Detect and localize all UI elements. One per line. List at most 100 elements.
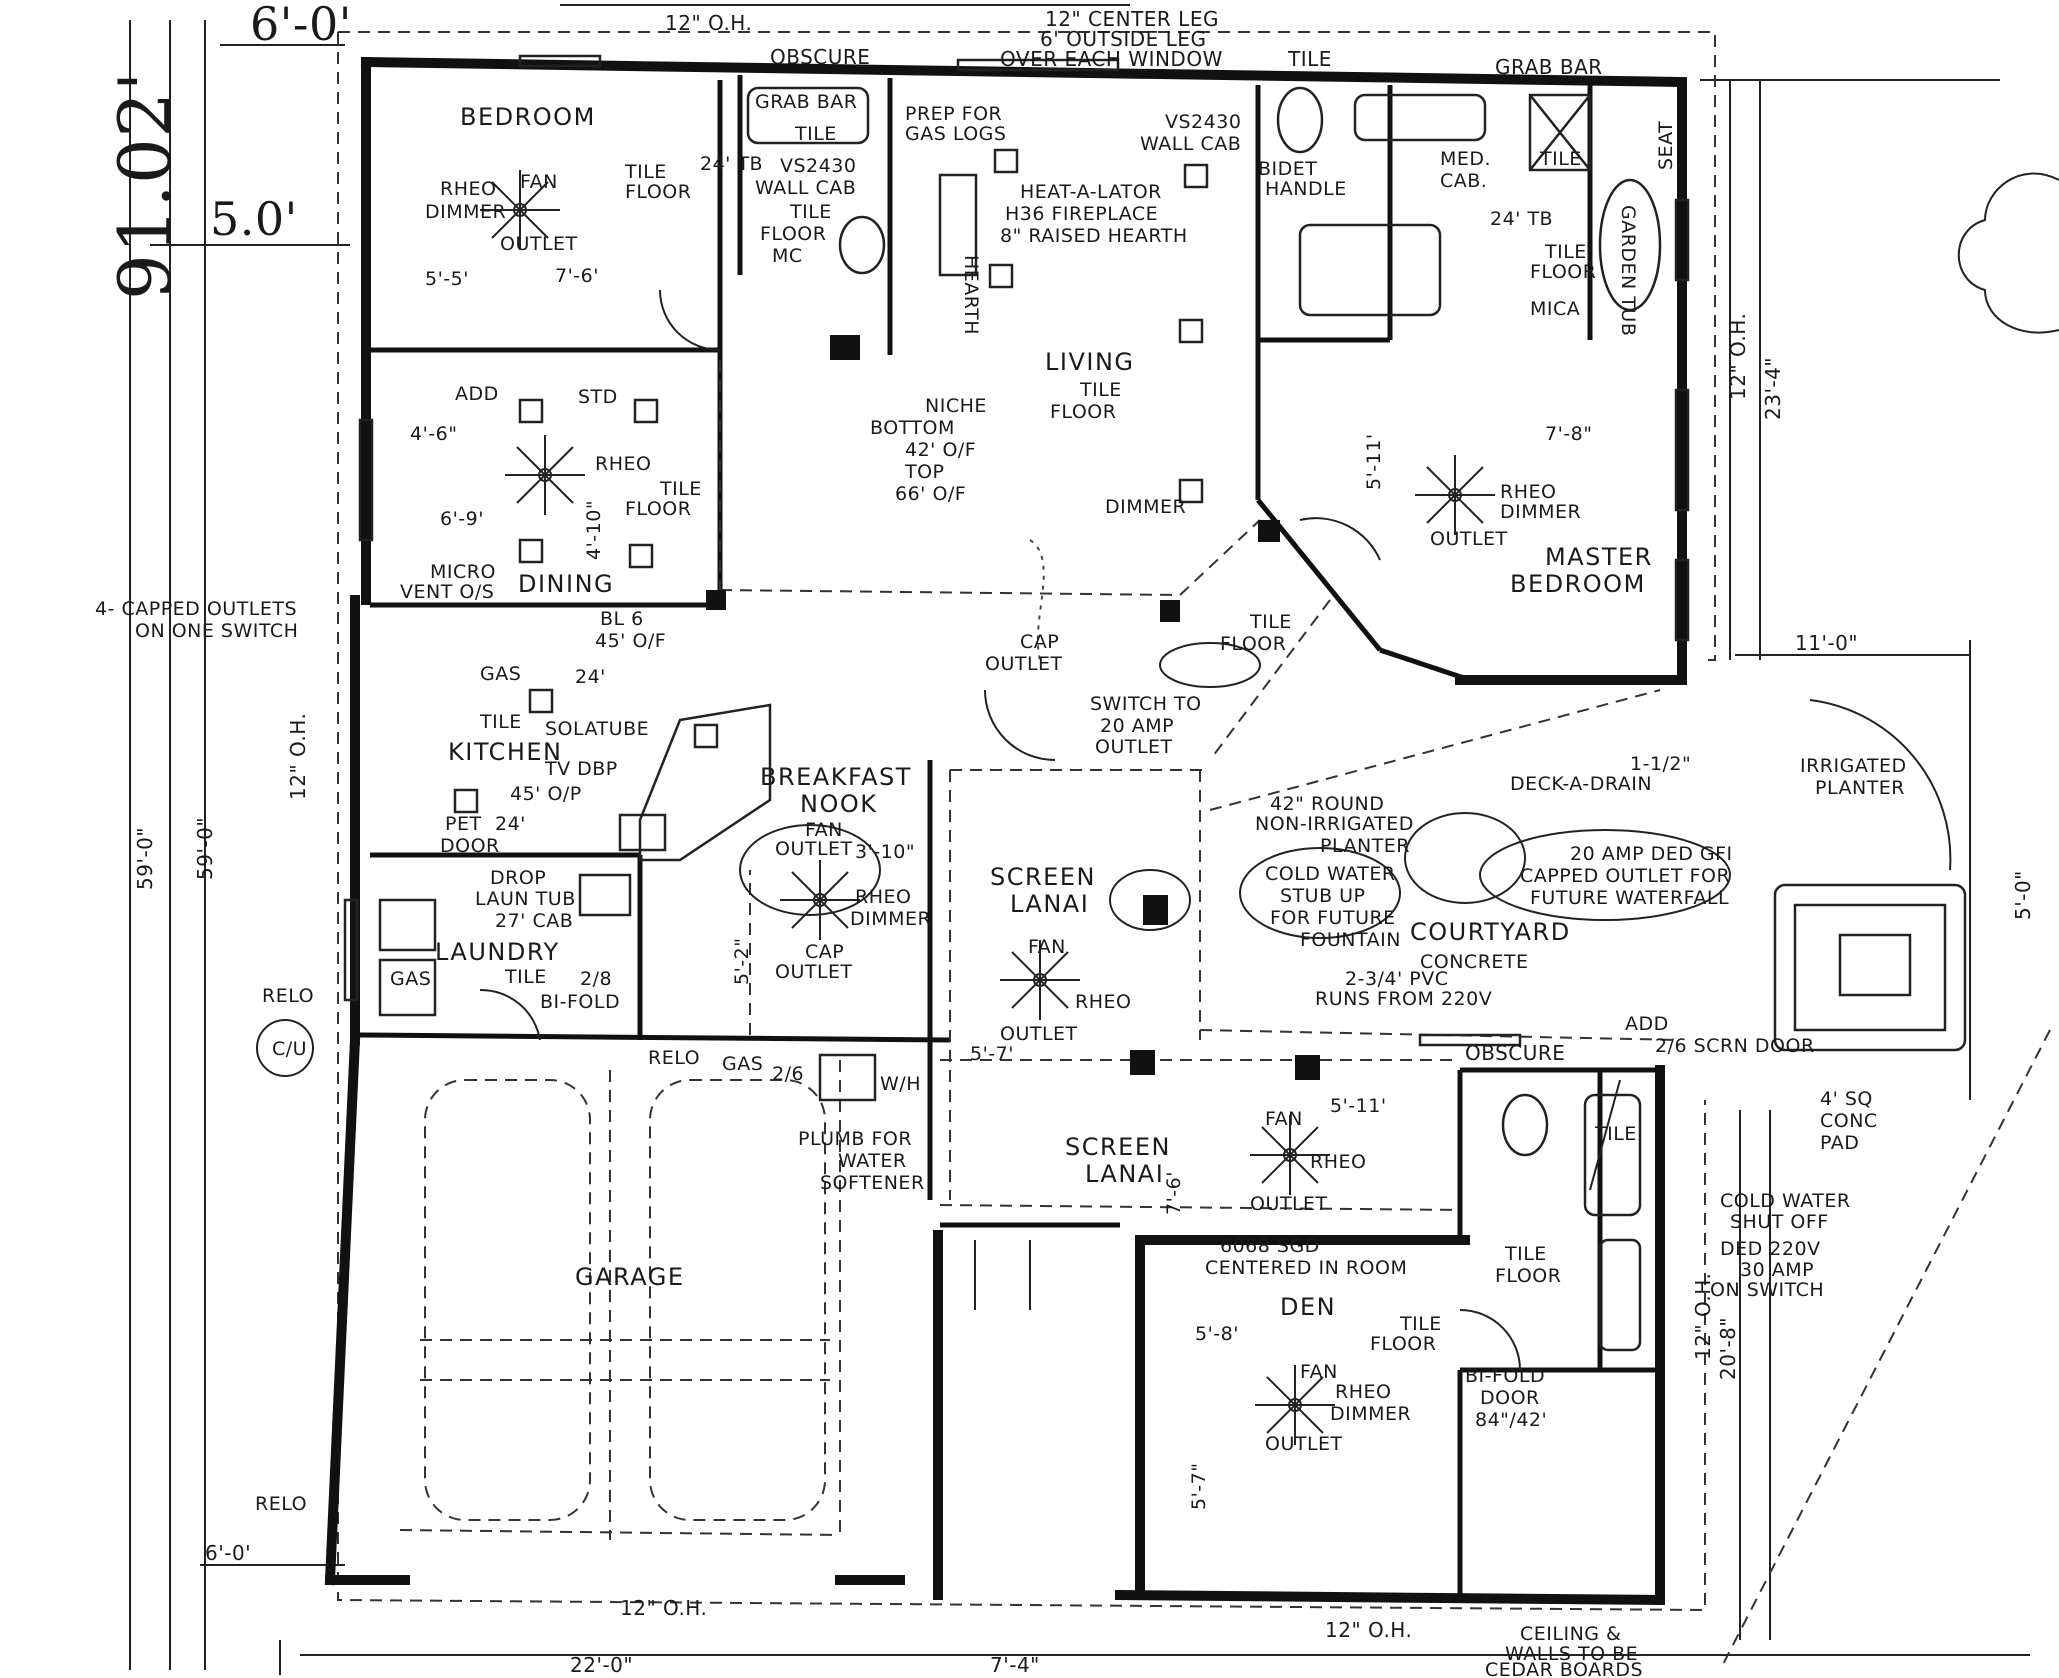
note: FAN — [520, 171, 558, 193]
note: FAN — [1265, 1108, 1303, 1130]
note: FLOOR — [1050, 401, 1116, 423]
note: BIDET — [1258, 158, 1317, 180]
note: TILE — [1399, 1313, 1442, 1335]
note: 66' O/F — [895, 483, 966, 505]
note: 27' CAB — [495, 910, 573, 932]
note: MICRO — [430, 561, 496, 583]
note: 24' TB — [700, 153, 763, 175]
note: OUTLET — [1430, 528, 1508, 550]
note: CONCRETE — [1420, 951, 1529, 973]
note: CAP — [1020, 631, 1059, 653]
note: CAB. — [1440, 170, 1487, 192]
note: FOUNTAIN — [1300, 929, 1401, 951]
note: RHEO — [1310, 1151, 1366, 1173]
label-tile-top: TILE — [1287, 47, 1332, 71]
room-laundry: LAUNDRY — [435, 938, 560, 966]
note: FLOOR — [1220, 633, 1286, 655]
note: 24' TB — [1490, 208, 1553, 230]
room-bedroom: BEDROOM — [460, 103, 596, 131]
note: FLOOR — [760, 223, 826, 245]
room-breakfast-2: NOOK — [800, 790, 877, 818]
note: OUTLET — [1095, 736, 1173, 758]
note: ADD — [455, 383, 499, 405]
note: PET — [445, 813, 482, 835]
note: FAN — [805, 819, 843, 841]
note: DECK-A-DRAIN — [1510, 773, 1652, 795]
dim-top-oh: 12" O.H. — [665, 11, 752, 35]
note: TILE — [1539, 148, 1582, 170]
room-dining: DINING — [518, 570, 614, 598]
fan-icon — [1000, 940, 1080, 1020]
note: DOOR — [1480, 1387, 1540, 1409]
note: COLD WATER — [1720, 1190, 1851, 1212]
fan-icon — [1255, 1365, 1335, 1445]
note: 20 AMP — [1100, 715, 1174, 737]
note: GAS — [390, 968, 431, 990]
label-obscure-mid: OBSCURE — [1465, 1041, 1565, 1065]
room-lanai-2a: SCREEN — [1065, 1133, 1171, 1161]
dim-6-0-top: 6'-0' — [250, 0, 352, 51]
recessed-lights — [453, 148, 1209, 814]
note: CENTERED IN ROOM — [1205, 1257, 1407, 1279]
note: COLD WATER — [1265, 863, 1396, 885]
note: TILE — [1249, 611, 1292, 633]
note: SOFTENER — [820, 1172, 925, 1194]
fan-icon — [780, 860, 860, 940]
note: BOTTOM — [870, 417, 955, 439]
room-courtyard: COURTYARD — [1410, 918, 1571, 946]
note: SEAT — [1655, 121, 1677, 170]
note: FUTURE WATERFALL — [1530, 887, 1729, 909]
fan-icon — [1250, 1115, 1330, 1195]
dim-22-0: 22'-0" — [570, 1653, 633, 1677]
note: WALL CAB — [755, 177, 856, 199]
note: FAN — [1300, 1361, 1338, 1383]
note: RUNS FROM 220V — [1315, 988, 1492, 1010]
note: DIMMER — [1330, 1403, 1411, 1425]
dim-right-oh-top: 12" O.H. — [1726, 313, 1750, 400]
note: PREP FOR — [905, 103, 1002, 125]
note: 6068 SGD — [1220, 1235, 1320, 1257]
note: BI-FOLD — [1465, 1365, 1545, 1387]
fan-icon — [480, 170, 560, 250]
dim-bottom-oh-right: 12" O.H. — [1325, 1618, 1412, 1642]
note: OUTLET — [775, 838, 853, 860]
note: OUTLET — [1250, 1193, 1328, 1215]
note: RHEO — [1335, 1381, 1391, 1403]
note: H36 FIREPLACE — [1005, 203, 1158, 225]
note: VENT O/S — [400, 581, 494, 603]
dim-bottom-oh-left: 12" O.H. — [620, 1596, 707, 1620]
note: SHUT OFF — [1730, 1211, 1829, 1233]
note: 5'-11' — [1363, 433, 1385, 490]
note: FLOOR — [625, 498, 691, 520]
note: CONC — [1820, 1110, 1878, 1132]
tree-outline-icon — [1957, 172, 2059, 334]
note: 1-1/2" — [1630, 753, 1691, 775]
note: WATER — [838, 1150, 907, 1172]
room-master-1: MASTER — [1545, 543, 1653, 571]
note: 42' O/F — [905, 439, 976, 461]
note: OUTLET — [775, 961, 853, 983]
note: 2-3/4' PVC — [1345, 968, 1449, 990]
note: SOLATUBE — [545, 718, 649, 740]
note: DIMMER — [850, 908, 931, 930]
room-breakfast-1: BREAKFAST — [760, 763, 912, 791]
dim-20-8: 20'-8" — [1716, 1317, 1740, 1380]
note: FOR FUTURE — [1270, 907, 1396, 929]
note: MC — [772, 245, 803, 267]
note: 3'-10" — [855, 841, 915, 863]
note: C/U — [272, 1038, 307, 1060]
note: DROP — [490, 867, 546, 889]
fan-icon — [505, 435, 585, 515]
note: VS2430 — [780, 155, 856, 177]
doors — [479, 289, 1952, 1371]
note: MED. — [1440, 148, 1491, 170]
note: 4' SQ — [1820, 1088, 1873, 1110]
wall-blocks — [706, 335, 1320, 1080]
courtyard-features — [739, 539, 1731, 939]
fan-icon — [1415, 455, 1495, 535]
note: 4'-10" — [583, 500, 605, 560]
note: 8" RAISED HEARTH — [1000, 225, 1188, 247]
note: 84"/42' — [1475, 1409, 1547, 1431]
room-master-2: BEDROOM — [1510, 570, 1646, 598]
interior-walls — [359, 75, 1660, 1595]
